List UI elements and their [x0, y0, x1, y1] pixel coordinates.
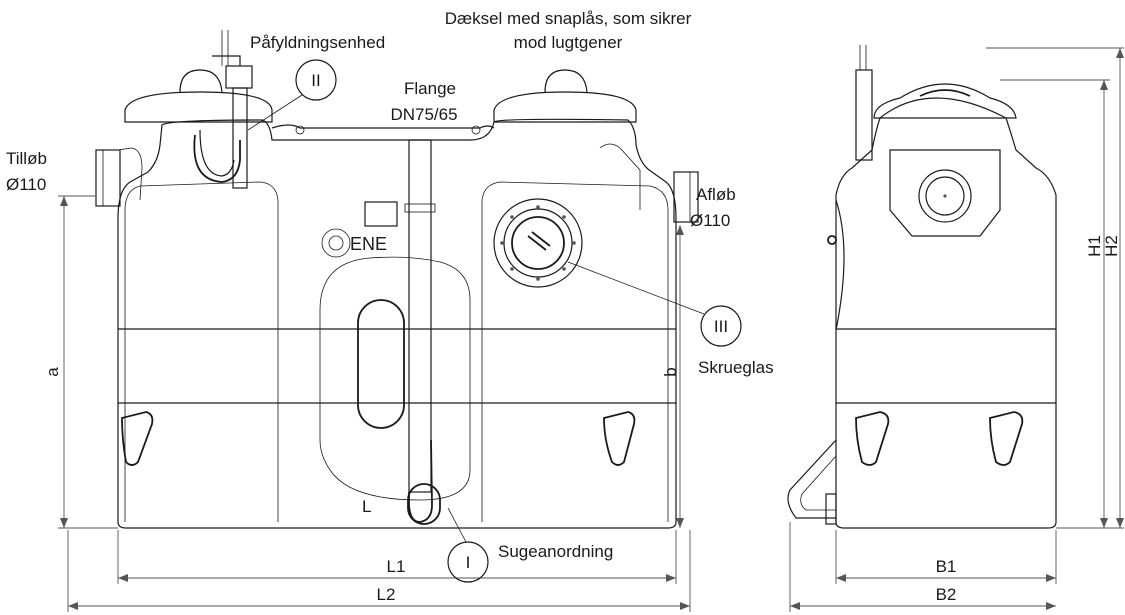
suction-pipe [404, 139, 441, 525]
label-plate [364, 201, 398, 227]
grip-pocket-right [603, 411, 636, 466]
dim-b: b [661, 367, 680, 376]
l-mark-label: L [362, 497, 371, 516]
logo-text: ENE [350, 234, 387, 254]
dim-b1: B1 [936, 557, 957, 576]
inlet-pipe [95, 149, 121, 207]
inspection-slot [357, 299, 405, 429]
dimension-lines [58, 47, 1124, 612]
lid-right [493, 91, 637, 123]
tank-body [117, 118, 677, 529]
dim-l1: L1 [387, 557, 406, 576]
dim-h2: H2 [1102, 235, 1121, 257]
filling-unit-label: Påfyldningsenhed [250, 33, 385, 52]
outlet-pipe [673, 171, 699, 223]
side-suction-elbow [787, 439, 837, 519]
center-panel [319, 256, 471, 501]
callout-ii-circle [295, 59, 337, 101]
front-view: ENE [95, 30, 699, 529]
side-tank-body [835, 97, 1057, 529]
inlet-size-label: Ø110 [6, 175, 46, 194]
callout-i: I [466, 553, 471, 572]
side-outlet-pipe [918, 169, 972, 223]
bridge-bolt-right [471, 125, 481, 135]
dim-a: a [43, 367, 62, 377]
dim-l2: L2 [377, 585, 396, 604]
lid-right-handle [544, 69, 588, 93]
right-compartment-edge [481, 181, 669, 522]
callout-ii: II [311, 71, 320, 90]
labels: Dæksel med snaplås, som sikrer mod lugtg… [6, 9, 1121, 604]
inlet-label: Tilløb [6, 149, 47, 168]
side-grip-pocket-right [989, 411, 1024, 466]
grip-pocket-left [121, 411, 154, 466]
callout-iii-circle [700, 305, 742, 347]
dim-h1: H1 [1085, 235, 1104, 257]
ene-logo: ENE [321, 228, 387, 258]
side-grip-pocket-left [855, 411, 890, 466]
outlet-size-label: Ø110 [690, 211, 730, 230]
outlet-label: Afløb [696, 185, 736, 204]
left-compartment-edge [124, 181, 279, 522]
cover-label: Dæksel med snaplås, som sikrer [445, 9, 692, 28]
side-view [787, 45, 1057, 529]
lid-left [124, 91, 273, 123]
sight-glass [493, 198, 583, 288]
bridge-bolt-left [295, 125, 305, 135]
top-bridge [271, 124, 495, 129]
sight-glass-label: Skrueglas [698, 358, 774, 377]
callout-i-circle [447, 541, 489, 583]
filling-unit [193, 30, 253, 189]
callouts: II III I [247, 59, 742, 583]
flange-size-label: DN75/65 [390, 105, 457, 124]
suction-label: Sugeanordning [498, 542, 613, 561]
lid-left-handle [179, 69, 223, 93]
dim-b2: B2 [936, 585, 957, 604]
side-outlet-face [889, 149, 1001, 237]
callout-iii: III [714, 317, 728, 336]
side-lid [873, 83, 1017, 119]
flange-label: Flange [404, 79, 456, 98]
side-filling-unit [855, 45, 873, 161]
cover-label-2: mod lugtgener [514, 33, 623, 52]
